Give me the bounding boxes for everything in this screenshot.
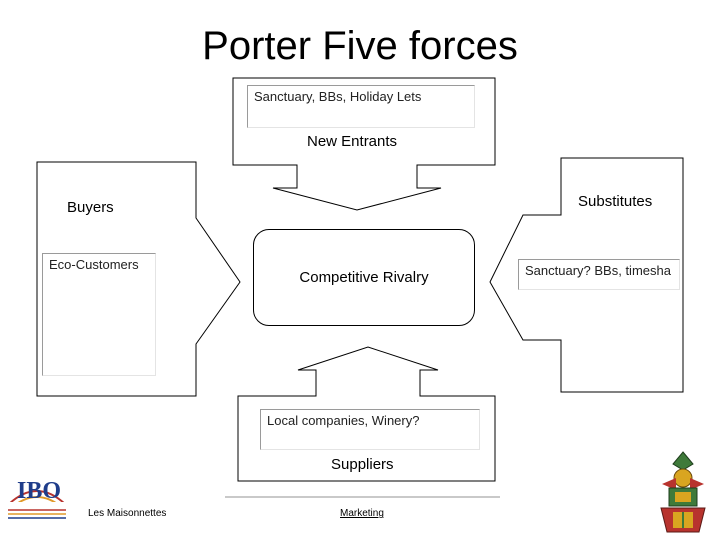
ibo-logo: IBO [6, 474, 68, 520]
emblem-icon [660, 451, 706, 533]
suppliers-field[interactable]: Local companies, Winery? [260, 409, 480, 450]
competitive-rivalry-label: Competitive Rivalry [299, 269, 429, 286]
suppliers-field-text: Local companies, Winery? [267, 413, 420, 428]
suppliers-label: Suppliers [331, 456, 394, 473]
competitive-rivalry-box: Competitive Rivalry [253, 229, 475, 326]
footer-center-text: Marketing [340, 508, 384, 519]
page-title: Porter Five forces [202, 24, 518, 68]
new-entrants-field-text: Sanctuary, BBs, Holiday Lets [254, 89, 422, 104]
new-entrants-label: New Entrants [307, 133, 398, 150]
substitutes-field[interactable]: Sanctuary? BBs, timesha [518, 259, 680, 290]
substitutes-field-text: Sanctuary? BBs, timesha [525, 263, 671, 278]
ibo-logo-text: IBO [17, 478, 62, 504]
buyers-label: Buyers [67, 199, 114, 216]
new-entrants-field[interactable]: Sanctuary, BBs, Holiday Lets [247, 85, 475, 128]
ibo-logo-graphic [6, 490, 68, 520]
buyers-field-text: Eco-Customers [49, 257, 139, 272]
substitutes-label: Substitutes [578, 193, 653, 210]
buyers-field[interactable]: Eco-Customers [42, 253, 156, 376]
footer-left-text: Les Maisonnettes [88, 508, 167, 519]
